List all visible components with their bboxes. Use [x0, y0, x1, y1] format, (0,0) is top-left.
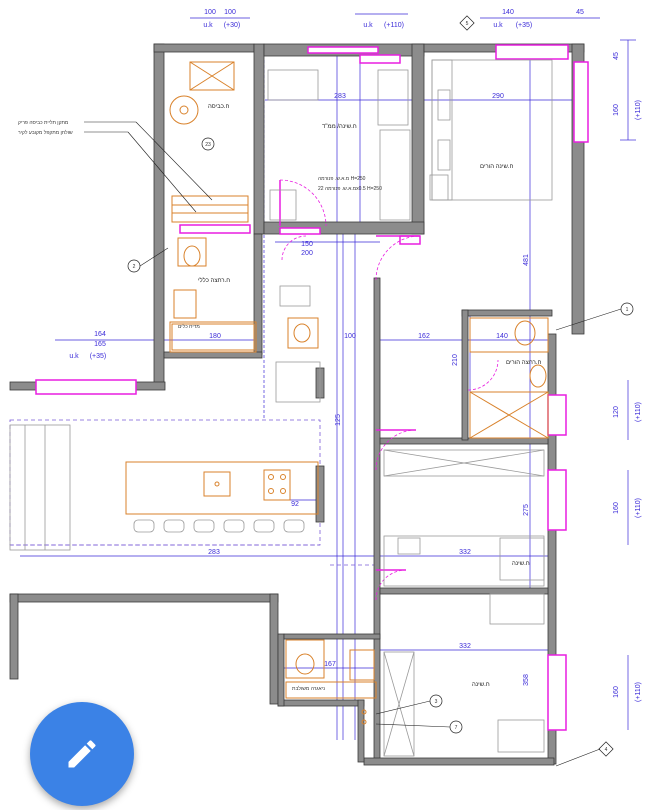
dim-92: 92 [291, 501, 299, 508]
edit-fab-button[interactable] [30, 702, 134, 806]
label-bedroom-2: ח.שינה [512, 561, 530, 567]
dim-358: 358 [523, 674, 530, 686]
dim-top-d: 45 [576, 9, 584, 16]
dim-uk-c: u.k [493, 22, 503, 29]
dim-uk-left: u.k [69, 353, 79, 360]
dimension-texts: 100 100 140 45 u.k (+30) u.k (+110) u.k … [69, 9, 584, 686]
right-dimension-texts: 45 160 (+110) 120 (+110) 160 (+110) 160 … [613, 52, 642, 702]
dim-283b: 283 [208, 549, 220, 556]
dim-top-b: 100 [224, 9, 236, 16]
grid-marker-23 [201, 137, 215, 151]
windows [35, 44, 589, 731]
label-wc-guest: ח.רחצה כללי [198, 276, 230, 284]
note-folding-table: שולחן מתקפל מקובע לקיר [18, 129, 73, 136]
dim-332b: 332 [459, 643, 471, 650]
dim-200: 200 [301, 250, 313, 257]
fixtures [125, 61, 549, 725]
dim-100: 100 [344, 333, 356, 340]
note-dishwasher: מדיח כלים [178, 323, 200, 330]
label-laundry: ח.כביסה [208, 104, 230, 110]
dim-r-uk4: (+110) [635, 682, 642, 702]
dim-top-c: 140 [502, 9, 514, 16]
note-safe-2: מ.א.ש. פנורמה 22x0.5 H=250 [318, 186, 382, 192]
dim-top-a: 100 [204, 9, 216, 16]
dim-210: 210 [452, 354, 459, 366]
dim-r-160c: 160 [613, 686, 620, 698]
dim-r-120: 120 [613, 406, 620, 418]
dim-r-uk3: (+110) [635, 498, 642, 518]
grid-marker-4 [598, 741, 614, 757]
dim-140: 140 [496, 333, 508, 340]
note-sink: ניאגרה משולבת [292, 685, 325, 692]
dimension-lines [20, 13, 636, 740]
label-master-bath: ח.רחצה הורים [506, 360, 541, 366]
furniture [9, 59, 553, 757]
dim-uk-left-val: (+35) [90, 353, 107, 360]
dim-275: 275 [523, 504, 530, 516]
pencil-icon [68, 740, 96, 768]
grid-label-5: 5 [466, 21, 469, 27]
note-laundry-hanger: מתקן תליית כביסה פריק [18, 119, 69, 126]
grid-label-1: 1 [626, 307, 629, 313]
dashed-outlines [9, 419, 380, 566]
dim-r-160b: 160 [613, 502, 620, 514]
dim-r-uk2: (+110) [635, 402, 642, 422]
label-bedroom-3: ח.שינה [472, 682, 490, 688]
dim-167: 167 [324, 661, 336, 668]
dim-uk-a-val: (+30) [224, 22, 241, 29]
room-labels: ח.כביסה ח.רחצה כללי ח.שינה הורים ח.רחצה … [18, 104, 541, 692]
grid-label-23: 23 [205, 142, 211, 148]
dim-left-a: 164 [94, 331, 106, 338]
dim-125: 125 [335, 414, 342, 426]
dim-uk-b-val: (+110) [384, 22, 404, 29]
dim-481: 481 [523, 254, 530, 266]
grid-marker-5 [459, 15, 475, 31]
dim-r-uk1: (+110) [635, 100, 642, 120]
dim-uk-b: u.k [363, 22, 373, 29]
note-safe-1: מ.א.ש. פנורמה H=250 [318, 176, 366, 182]
dim-r-45: 45 [613, 52, 620, 60]
dim-uk-a: u.k [203, 22, 213, 29]
label-safe-room: ח.שינה/ ממ"ד [322, 124, 357, 130]
dim-r-160a: 160 [613, 104, 620, 116]
dim-left-b: 165 [94, 341, 106, 348]
dim-150: 150 [301, 241, 313, 248]
grid-label-2: 2 [133, 264, 136, 270]
dim-162: 162 [418, 333, 430, 340]
dim-180: 180 [209, 333, 221, 340]
dim-283a: 283 [334, 93, 346, 100]
leader-lines [84, 121, 622, 767]
grid-marker-labels: 1 2 3 4 5 7 23 [133, 21, 629, 753]
grid-label-7: 7 [455, 725, 458, 731]
dim-332a: 332 [459, 549, 471, 556]
grid-markers [127, 15, 634, 757]
door-leaves [279, 180, 420, 571]
dim-uk-c-val: (+35) [516, 22, 533, 29]
grid-label-3: 3 [435, 699, 438, 705]
label-master-bed: ח.שינה הורים [480, 164, 513, 170]
walls [9, 43, 585, 766]
dim-290: 290 [492, 93, 504, 100]
grid-label-4: 4 [605, 747, 608, 753]
